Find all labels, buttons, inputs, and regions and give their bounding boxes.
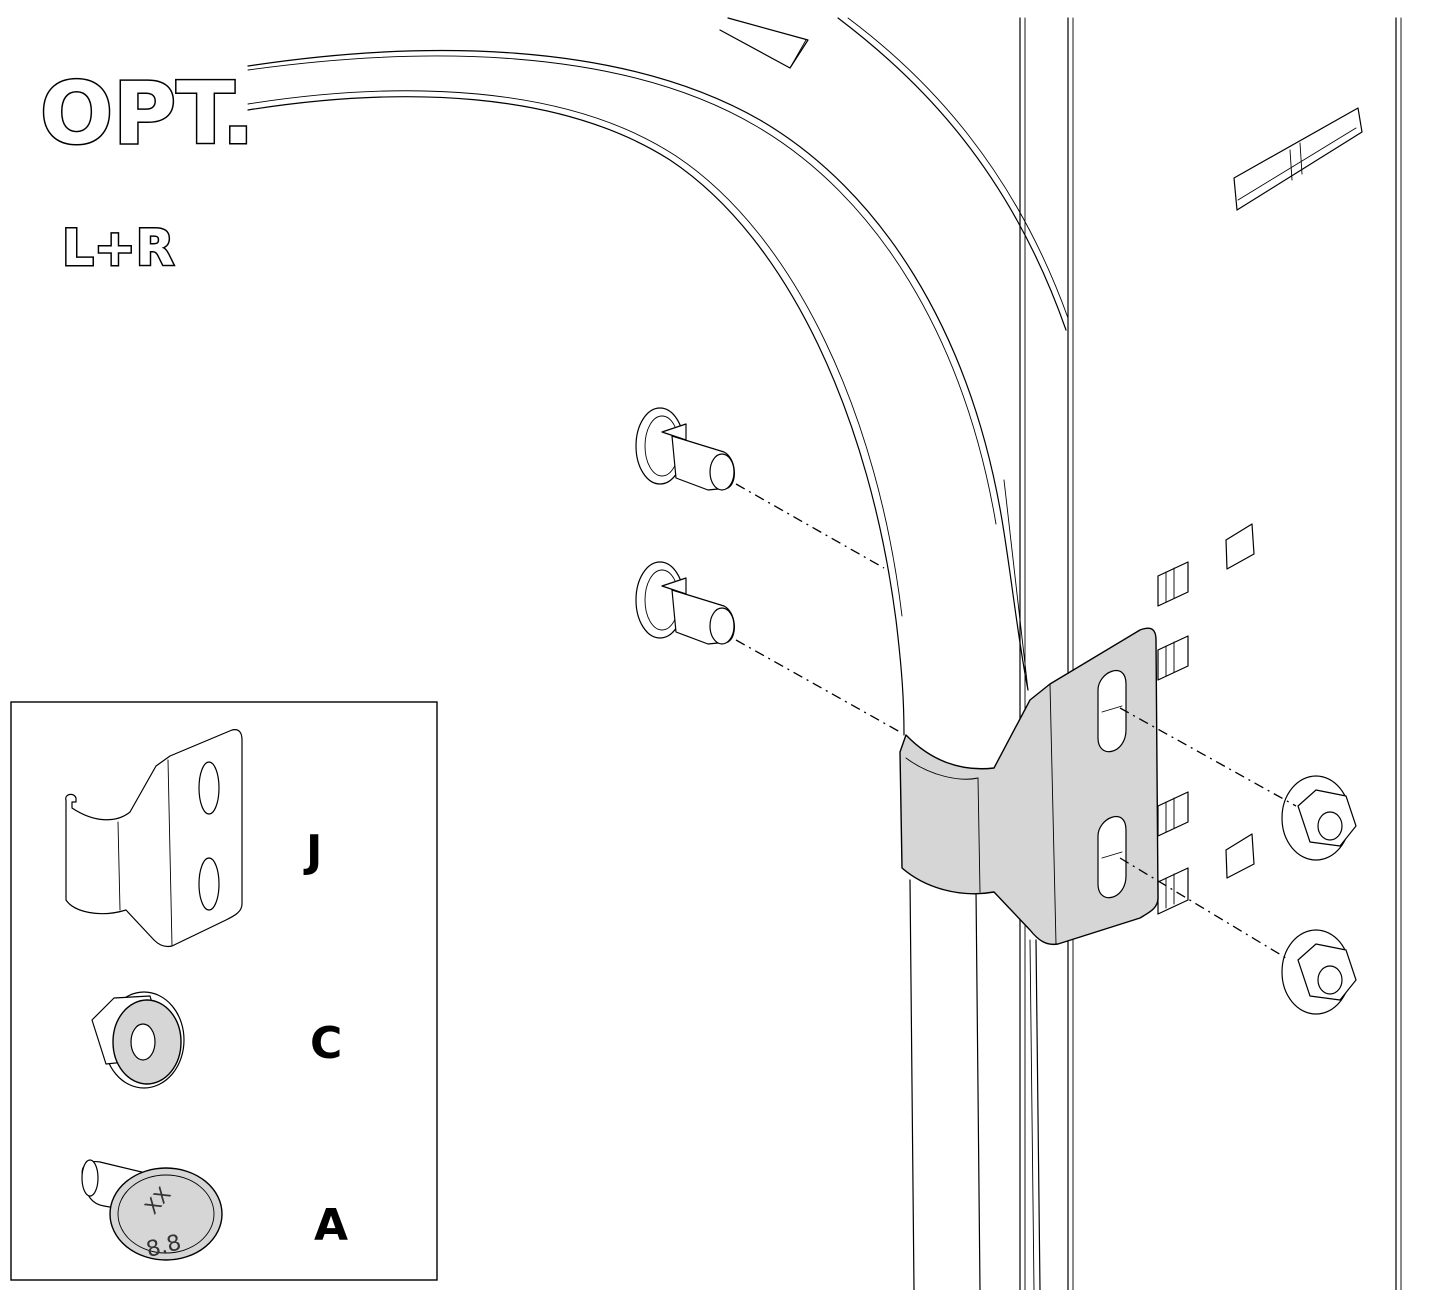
option-label-text: OPT. [40,64,254,164]
label-c: C [310,1018,342,1069]
flange-nut-icon [91,991,185,1089]
bracket-j-installed [899,627,1159,946]
outer-track [719,17,1069,331]
label-j: J [303,826,322,877]
option-label: OPT. [39,63,256,166]
label-a: A [314,1200,348,1251]
carriage-bolt-top [635,407,735,491]
bracket-icon [65,729,243,948]
curved-track [247,49,1041,1290]
side-label-text: L+R [62,219,174,277]
flange-nut-top [1281,775,1357,861]
flange-nut-bottom [1281,929,1357,1015]
carriage-bolt-icon: XX 8.8 [81,1159,223,1263]
parts-legend: J C XX 8.8 A [10,701,438,1281]
assembly-lines [735,483,1297,959]
carriage-bolt-bottom [635,561,735,645]
side-label: L+R [61,218,176,279]
door-frame [1019,17,1402,1290]
